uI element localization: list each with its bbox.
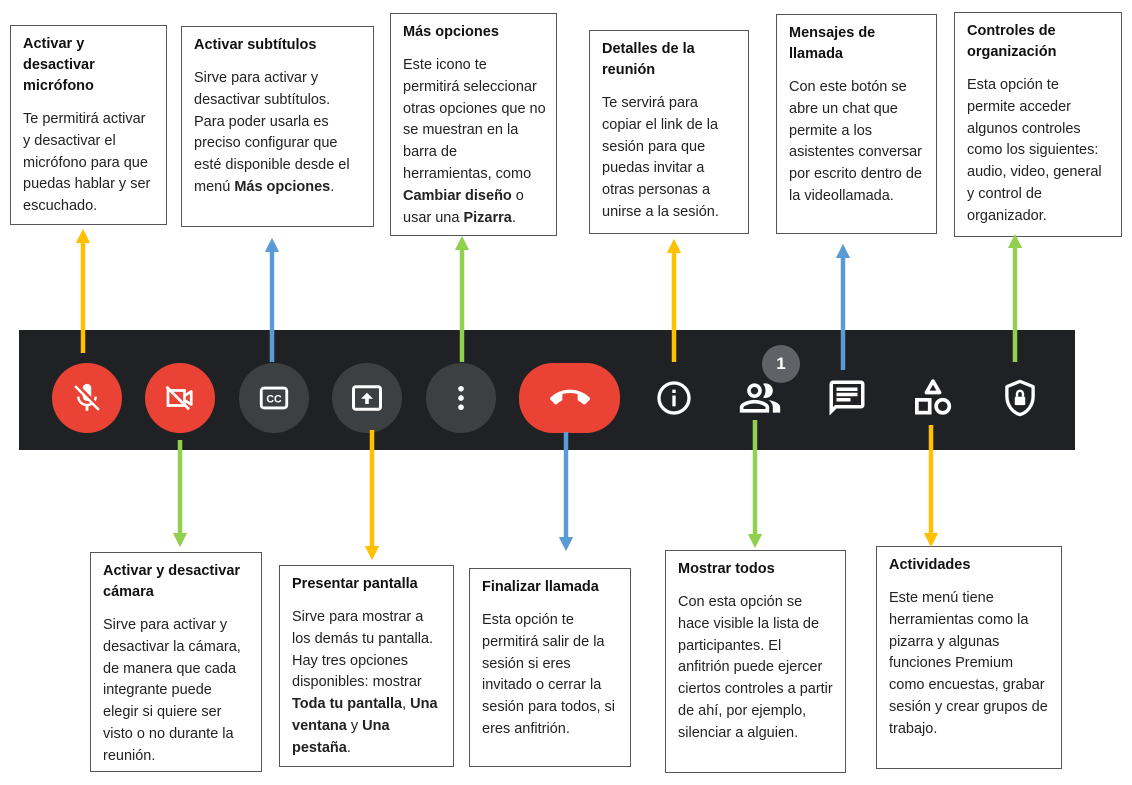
callout-title: Mostrar todos: [678, 561, 775, 577]
people-icon: [739, 383, 781, 413]
chat-icon: [829, 380, 865, 416]
callout-body: Sirve para mostrar a los demás tu pantal…: [292, 609, 438, 756]
callout-title: Mensajes de llamada: [789, 25, 876, 62]
callout-title: Más opciones: [403, 24, 499, 40]
callout-title: Controles de organización: [967, 23, 1057, 60]
callout-more: Más opciones Este icono te permitirá sel…: [390, 13, 557, 236]
participant-count-badge: 1: [762, 345, 800, 383]
end-call-button[interactable]: [519, 363, 620, 433]
svg-text:CC: CC: [266, 394, 282, 406]
host-controls-shield-icon: [1005, 379, 1035, 417]
callout-body: Con este botón se abre un chat que permi…: [789, 79, 922, 204]
callout-body: Te servirá para copiar el link de la ses…: [602, 95, 719, 220]
callout-title: Finalizar llamada: [482, 579, 599, 595]
show-everyone-button[interactable]: [725, 363, 795, 433]
callout-body: Con esta opción se hace visible la lista…: [678, 594, 833, 741]
camera-toggle-button[interactable]: [145, 363, 215, 433]
meeting-details-button[interactable]: [639, 363, 709, 433]
captions-button[interactable]: CC: [239, 363, 309, 433]
present-screen-button[interactable]: [332, 363, 402, 433]
callout-chat: Mensajes de llamada Con este botón se ab…: [776, 14, 937, 234]
call-end-icon: [549, 389, 590, 405]
activities-button[interactable]: [898, 363, 968, 433]
host-controls-button[interactable]: [985, 363, 1055, 433]
callout-title: Detalles de la reunión: [602, 41, 695, 78]
callout-title: Presentar pantalla: [292, 576, 418, 592]
callout-activities: Actividades Este menú tiene herramientas…: [876, 546, 1062, 769]
activities-shapes-icon: [915, 379, 952, 415]
mic-toggle-button[interactable]: [52, 363, 122, 433]
callout-hangup: Finalizar llamada Esta opción te permiti…: [469, 568, 631, 767]
callout-title: Activar y desactivar cámara: [103, 563, 241, 600]
more-options-button[interactable]: [426, 363, 496, 433]
chat-button[interactable]: [812, 363, 882, 433]
videocam-off-icon: [165, 385, 193, 411]
callout-body: Este icono te permitirá seleccionar otra…: [403, 57, 546, 226]
callout-title: Activar y desactivar micrófono: [23, 36, 95, 94]
mic-off-icon: [74, 383, 100, 411]
callout-body: Sirve para activar y desactivar subtítul…: [194, 70, 350, 195]
meeting-toolbar: CC 1: [19, 330, 1075, 450]
callout-body: Esta opción te permite acceder algunos c…: [967, 77, 1102, 224]
callout-title: Activar subtítulos: [194, 37, 317, 53]
callout-host: Controles de organización Esta opción te…: [954, 12, 1122, 237]
callout-camera: Activar y desactivar cámara Sirve para a…: [90, 552, 262, 772]
callout-details: Detalles de la reunión Te servirá para c…: [589, 30, 749, 234]
callout-title: Actividades: [889, 557, 971, 573]
closed-captions-icon: CC: [259, 386, 289, 410]
info-icon: [657, 381, 691, 415]
callout-body: Esta opción te permitirá salir de la ses…: [482, 612, 615, 737]
more-vert-icon: [458, 385, 464, 411]
callout-body: Sirve para activar y desactivar la cámar…: [103, 617, 241, 764]
present-screen-icon: [352, 385, 382, 411]
callout-body: Este menú tiene herramientas como la piz…: [889, 590, 1048, 737]
callout-present: Presentar pantalla Sirve para mostrar a …: [279, 565, 454, 767]
callout-body: Te permitirá activar y desactivar el mic…: [23, 111, 151, 215]
callout-people: Mostrar todos Con esta opción se hace vi…: [665, 550, 846, 773]
callout-captions: Activar subtítulos Sirve para activar y …: [181, 26, 374, 227]
callout-mic: Activar y desactivar micrófono Te permit…: [10, 25, 167, 225]
